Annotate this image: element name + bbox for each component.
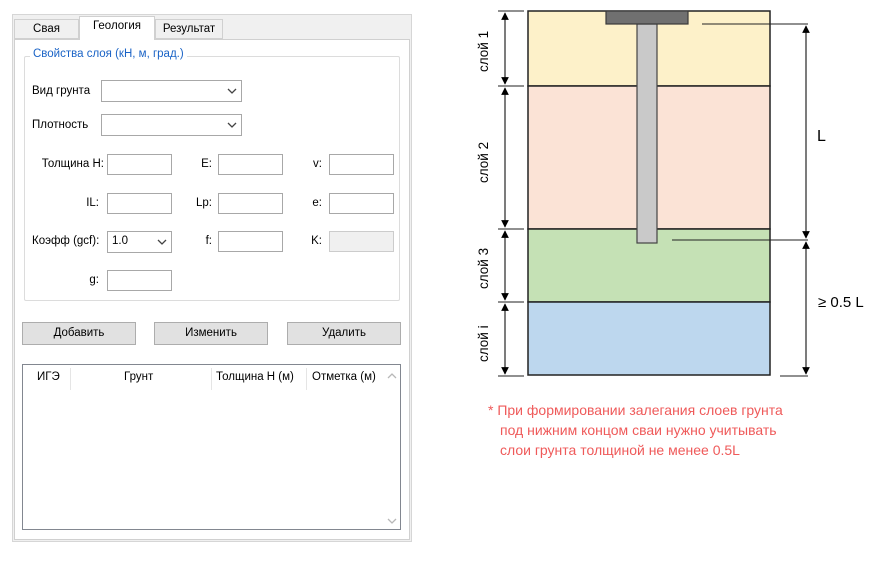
soil-type-label: Вид грунта (32, 85, 91, 97)
soil-type-select[interactable] (101, 80, 242, 102)
lp-label: Lp: (196, 197, 212, 209)
column-header-thickness[interactable]: Толщина H (м) (216, 371, 294, 383)
column-divider (306, 368, 307, 390)
delete-layer-button[interactable]: Удалить (287, 322, 401, 345)
note-line-2: под нижним концом сваи нужно учитывать (500, 422, 777, 438)
layer-i-label: слой i (476, 325, 491, 362)
pile-shaft (636, 23, 658, 244)
tab-pile[interactable]: Свая (14, 19, 79, 39)
friction-input[interactable] (218, 231, 283, 252)
add-layer-button[interactable]: Добавить (22, 322, 136, 345)
column-header-ige[interactable]: ИГЭ (37, 371, 60, 383)
scroll-up-icon[interactable] (387, 372, 397, 380)
layer-3-label: слой 3 (476, 247, 491, 289)
layer-2-label: слой 2 (476, 141, 491, 183)
unit-weight-input[interactable] (107, 270, 172, 291)
density-select[interactable] (101, 114, 242, 136)
k-input (329, 231, 394, 252)
tab-geology[interactable]: Геология (79, 16, 155, 40)
column-header-elevation[interactable]: Отметка (м) (312, 371, 376, 383)
friction-label: f: (205, 235, 212, 247)
tab-result[interactable]: Результат (155, 19, 223, 39)
note-line-3: слои грунта толщиной не менее 0.5L (500, 442, 740, 458)
thickness-label: Толщина H: (41, 158, 104, 170)
layers-table[interactable] (22, 364, 401, 530)
poisson-ratio-label: v: (313, 158, 322, 170)
liquidity-index-input[interactable] (107, 193, 172, 214)
scroll-down-icon[interactable] (387, 517, 397, 525)
lp-input[interactable] (218, 193, 283, 214)
liquidity-index-label: IL: (86, 197, 99, 209)
void-ratio-input[interactable] (329, 193, 394, 214)
chevron-down-icon (227, 88, 237, 94)
coefficient-label: Коэфф (gcf): (32, 235, 100, 247)
note-line-1: * При формировании залегания слоев грунт… (488, 402, 783, 418)
k-label: K: (311, 235, 322, 247)
pile-length-label: L (817, 128, 826, 145)
elastic-modulus-label: E: (201, 158, 212, 170)
density-label: Плотность (32, 119, 89, 131)
column-header-soil[interactable]: Грунт (124, 371, 154, 383)
void-ratio-label: e: (312, 197, 322, 209)
chevron-down-icon (227, 122, 237, 128)
unit-weight-label: g: (89, 274, 99, 286)
soil-layer-i (527, 301, 771, 376)
chevron-down-icon (157, 239, 167, 245)
min-depth-label: ≥ 0.5 L (818, 294, 864, 311)
group-title: Свойства слоя (кН, м, град.) (30, 48, 187, 60)
layer-1-label: слой 1 (476, 30, 491, 72)
layer-properties-group (24, 56, 400, 301)
poisson-ratio-input[interactable] (329, 154, 394, 175)
pile-cap (605, 10, 689, 25)
edit-layer-button[interactable]: Изменить (154, 322, 268, 345)
column-divider (211, 368, 212, 390)
elastic-modulus-input[interactable] (218, 154, 283, 175)
coefficient-select[interactable]: 1.0 (107, 231, 172, 253)
column-divider (70, 368, 71, 390)
thickness-input[interactable] (107, 154, 172, 175)
